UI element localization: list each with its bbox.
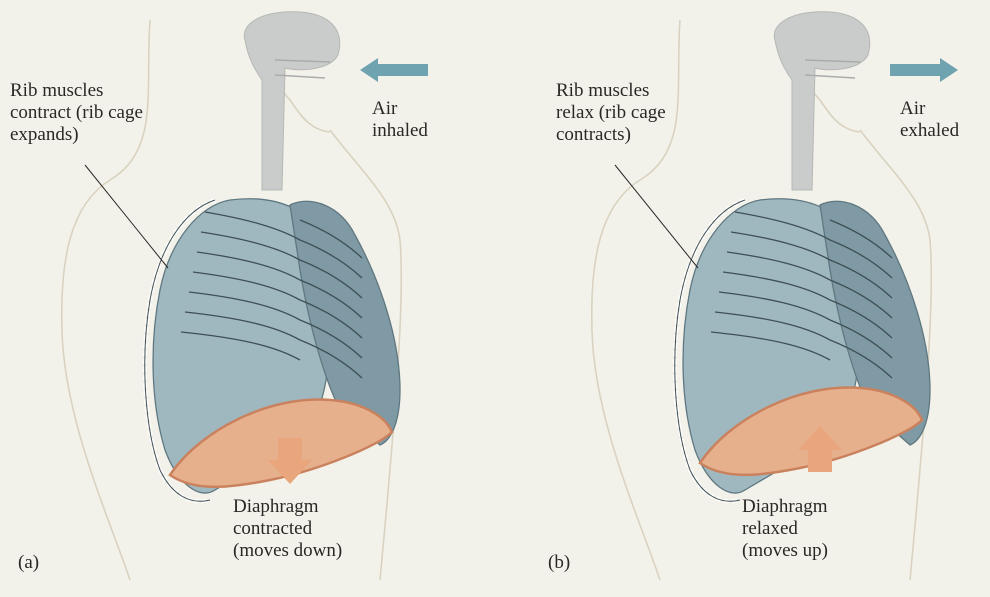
- panel-a-air-label: Air inhaled: [372, 98, 428, 142]
- rib-label-leader: [85, 165, 168, 268]
- panel-b-air-label: Air exhaled: [900, 98, 959, 142]
- airway: [774, 12, 869, 190]
- panel-b-letter: (b): [548, 552, 570, 574]
- airway: [244, 12, 339, 190]
- air-exhaled-arrow: [890, 58, 958, 82]
- panel-a-letter: (a): [18, 552, 39, 574]
- panel-b-diaphragm-label: Diaphragm relaxed (moves up): [742, 496, 828, 562]
- rib-label-leader: [615, 165, 698, 268]
- panel-a-diaphragm-label: Diaphragm contracted (moves down): [233, 496, 342, 562]
- panel-b-rib-label: Rib muscles relax (rib cage contracts): [556, 80, 666, 146]
- air-inhaled-arrow: [360, 58, 428, 82]
- panel-a-rib-label: Rib muscles contract (rib cage expands): [10, 80, 143, 146]
